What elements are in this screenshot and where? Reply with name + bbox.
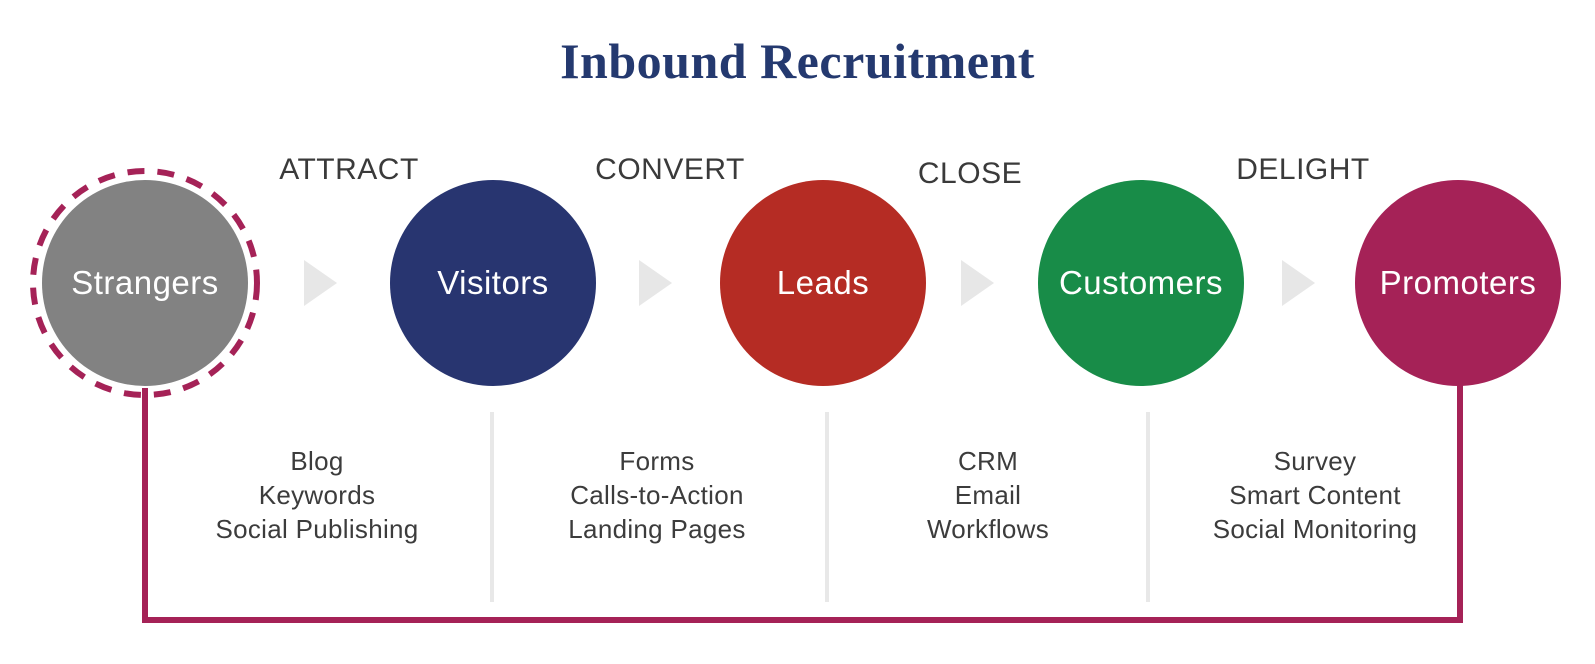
tool-item: Email — [954, 480, 1022, 510]
stage-circle-promoters: Promoters — [1355, 180, 1561, 386]
stage-label-promoters: Promoters — [1379, 264, 1537, 301]
arrow-right-icon — [639, 260, 672, 306]
tool-item: Survey — [1273, 446, 1357, 476]
phase-label-convert: CONVERT — [595, 153, 745, 186]
stage-circle-customers: Customers — [1038, 180, 1244, 386]
divider-line — [490, 412, 494, 602]
tool-item: Blog — [290, 446, 344, 476]
loop-line-right — [1457, 382, 1463, 623]
phase-label-close: CLOSE — [917, 157, 1023, 190]
stage-label-visitors: Visitors — [437, 264, 549, 301]
loop-line-bottom — [142, 617, 1463, 623]
stage-label-leads: Leads — [776, 264, 870, 301]
divider-line — [825, 412, 829, 602]
strangers-dashed-ring — [30, 168, 260, 398]
tool-group-convert: Forms Calls-to-Action Landing Pages — [487, 444, 827, 546]
tool-item: Social Publishing — [215, 514, 419, 544]
tool-item: CRM — [957, 446, 1019, 476]
tool-item: Social Monitoring — [1212, 514, 1418, 544]
stage-circle-leads: Leads — [720, 180, 926, 386]
phase-label-delight: DELIGHT — [1236, 153, 1370, 186]
arrow-right-icon — [304, 260, 337, 306]
tool-item: Landing Pages — [568, 514, 746, 544]
stage-circle-visitors: Visitors — [390, 180, 596, 386]
tool-item: Smart Content — [1229, 480, 1401, 510]
tool-item: Workflows — [926, 514, 1050, 544]
tool-item: Keywords — [258, 480, 376, 510]
tool-item: Forms — [619, 446, 695, 476]
phase-label-attract: ATTRACT — [279, 153, 419, 186]
tool-group-attract: Blog Keywords Social Publishing — [147, 444, 487, 546]
tool-group-delight: Survey Smart Content Social Monitoring — [1145, 444, 1485, 546]
page-title: Inbound Recruitment — [560, 33, 1035, 89]
tool-item: Calls-to-Action — [570, 480, 744, 510]
stage-circle-strangers: Strangers — [42, 180, 248, 386]
arrow-right-icon — [961, 260, 994, 306]
stage-label-strangers: Strangers — [71, 264, 219, 301]
divider-line — [1146, 412, 1150, 602]
loop-line-left — [142, 388, 148, 623]
tool-group-close: CRM Email Workflows — [818, 444, 1158, 546]
dashed-ring-circle — [30, 168, 260, 398]
stage-label-customers: Customers — [1058, 264, 1224, 301]
arrow-right-icon — [1282, 260, 1315, 306]
